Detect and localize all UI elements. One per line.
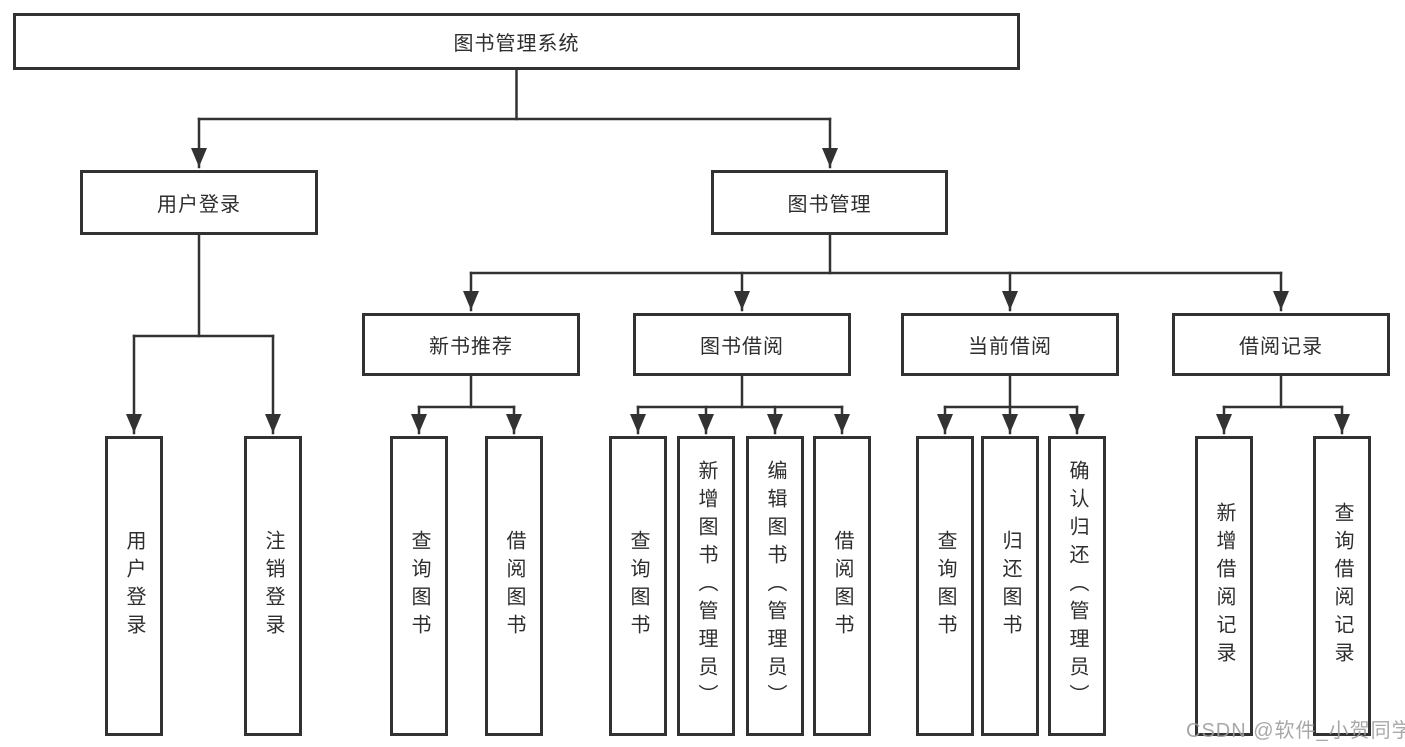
leaf-logout: 注销登录: [244, 436, 302, 736]
node-current-borrow: 当前借阅: [901, 313, 1119, 376]
leaf-return-books: 归还图书: [981, 436, 1039, 736]
leaf-add-books-admin: 新增图书（管理员）: [677, 436, 735, 736]
leaf-query-books-2: 查询图书: [609, 436, 667, 736]
leaf-query-books-1-label: 查询图书: [408, 530, 430, 642]
leaf-add-borrow-record-label: 新增借阅记录: [1213, 502, 1235, 670]
leaf-return-books-label: 归还图书: [999, 530, 1021, 642]
leaf-user-login: 用户登录: [105, 436, 163, 736]
node-library-management-system: 图书管理系统: [13, 13, 1020, 70]
leaf-borrow-books-2: 借阅图书: [813, 436, 871, 736]
node-book-management: 图书管理: [711, 170, 948, 235]
leaf-edit-books-admin: 编辑图书（管理员）: [746, 436, 804, 736]
node-borrow-records: 借阅记录: [1172, 313, 1390, 376]
leaf-edit-books-admin-label: 编辑图书（管理员）: [764, 460, 786, 712]
leaf-confirm-return-admin-label: 确认归还（管理员）: [1066, 460, 1088, 712]
leaf-query-books-3-label: 查询图书: [934, 530, 956, 642]
node-book-borrow: 图书借阅: [633, 313, 851, 376]
leaf-borrow-books-1-label: 借阅图书: [503, 530, 525, 642]
leaf-query-borrow-record: 查询借阅记录: [1313, 436, 1371, 736]
leaf-borrow-books-2-label: 借阅图书: [831, 530, 853, 642]
leaf-logout-label: 注销登录: [262, 530, 284, 642]
leaf-add-borrow-record: 新增借阅记录: [1195, 436, 1253, 736]
leaf-query-books-3: 查询图书: [916, 436, 974, 736]
leaf-add-books-admin-label: 新增图书（管理员）: [695, 460, 717, 712]
leaf-borrow-books-1: 借阅图书: [485, 436, 543, 736]
node-user-login: 用户登录: [80, 170, 318, 235]
leaf-query-books-1: 查询图书: [390, 436, 448, 736]
csdn-watermark: CSDN @软件_小贺同学: [1186, 720, 1405, 742]
node-new-book-recommend: 新书推荐: [362, 313, 580, 376]
leaf-query-borrow-record-label: 查询借阅记录: [1331, 502, 1353, 670]
leaf-query-books-2-label: 查询图书: [627, 530, 649, 642]
leaf-user-login-label: 用户登录: [123, 530, 145, 642]
leaf-confirm-return-admin: 确认归还（管理员）: [1048, 436, 1106, 736]
